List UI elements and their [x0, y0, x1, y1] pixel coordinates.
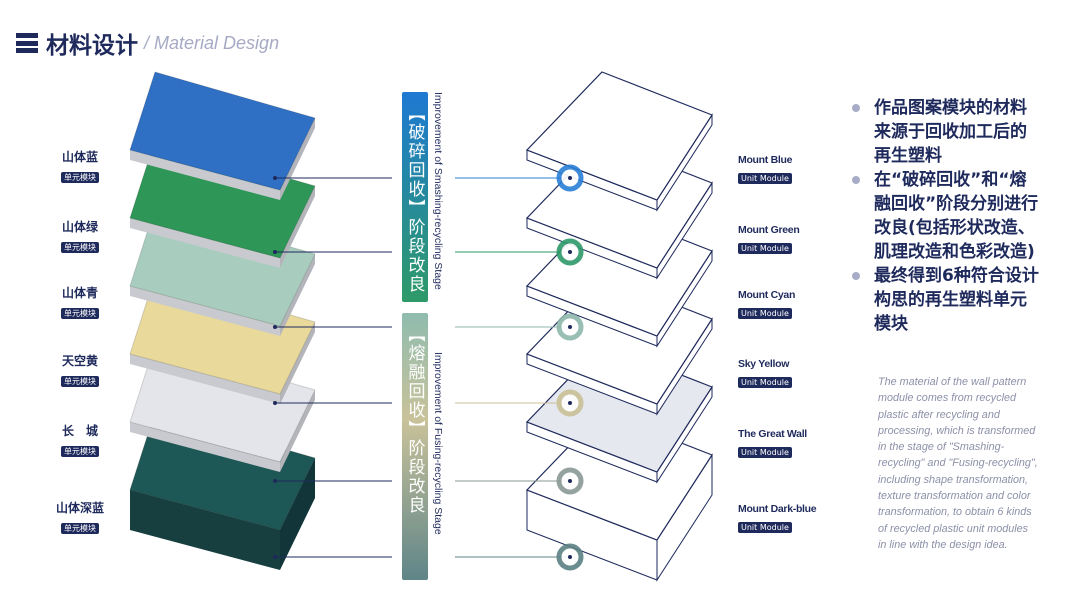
left-label-yellow: 天空黄单元模块 — [45, 352, 115, 388]
stage-fusing-banner: 【熔融回收】阶段改良 — [402, 313, 428, 580]
label-name: Mount Dark-blue — [738, 503, 817, 515]
bullet-dot-icon — [852, 176, 860, 184]
connector-dot — [273, 176, 277, 180]
stage-smashing-en: Improvement of Smashing-recycling Stage — [432, 92, 444, 290]
menu-bars-icon — [16, 33, 38, 53]
label-name: The Great Wall — [738, 428, 807, 440]
connector-dot — [568, 401, 572, 405]
stage-fusing-en: Improvement of Fusing-recycling Stage — [432, 352, 444, 535]
tile-side — [130, 490, 280, 570]
label-badge: Unit Module — [738, 173, 792, 184]
tile-side — [130, 218, 280, 268]
label-name: Mount Blue — [738, 154, 793, 166]
label-badge: 单元模块 — [61, 172, 99, 183]
connector-dot — [273, 250, 277, 254]
bullet-item: 作品图案模块的材料来源于回收加工后的再生塑料 — [850, 96, 1040, 168]
subtitle-text: Material Design — [154, 32, 280, 53]
connector-dot — [273, 555, 277, 559]
bullet-dot-icon — [852, 272, 860, 280]
connector-dot — [273, 325, 277, 329]
bullet-item: 在“破碎回收”和“熔融回收”阶段分别进行改良(包括形状改造、肌理改造和色彩改造) — [850, 168, 1040, 264]
label-name: 天空黄 — [61, 354, 98, 368]
tile-side — [280, 254, 315, 336]
tile-side — [280, 390, 315, 472]
connector-dot — [568, 250, 572, 254]
label-badge: Unit Module — [738, 308, 792, 319]
label-name: Sky Yellow — [738, 358, 790, 370]
tile-side — [280, 186, 315, 268]
tile-side — [130, 422, 280, 472]
left-label-wall: 长 城单元模块 — [45, 422, 115, 458]
label-name: 长 城 — [61, 424, 98, 438]
bullet-text: 作品图案模块的材料来源于回收加工后的再生塑料 — [874, 98, 1027, 166]
left-label-cyan: 山体青单元模块 — [45, 284, 115, 320]
connector-dot — [568, 555, 572, 559]
page-subtitle: / Material Design — [144, 33, 279, 54]
bullet-dot-icon — [852, 104, 860, 112]
label-badge: 单元模块 — [61, 446, 99, 457]
left-label-green: 山体绿单元模块 — [45, 218, 115, 254]
tile-side — [280, 458, 315, 570]
connector-dot — [568, 176, 572, 180]
label-badge: Unit Module — [738, 447, 792, 458]
label-name: 山体青 — [61, 286, 98, 300]
bullet-list: 作品图案模块的材料来源于回收加工后的再生塑料 在“破碎回收”和“熔融回收”阶段分… — [850, 96, 1040, 336]
label-badge: 单元模块 — [61, 308, 99, 319]
tile-side — [280, 322, 315, 404]
description-paragraph: The material of the wall pattern module … — [878, 376, 1038, 551]
label-name: Mount Green — [738, 224, 800, 236]
right-tile-0 — [525, 71, 713, 201]
left-tile-0 — [129, 71, 316, 191]
separator: / — [144, 32, 150, 53]
bullet-text: 在“破碎回收”和“熔融回收”阶段分别进行改良(包括形状改造、肌理改造和色彩改造) — [874, 170, 1039, 262]
connector-dot — [568, 479, 572, 483]
connector-dot — [273, 401, 277, 405]
label-name: 山体蓝 — [61, 150, 98, 164]
label-badge: Unit Module — [738, 243, 792, 254]
label-badge: Unit Module — [738, 522, 792, 533]
label-badge: Unit Module — [738, 377, 792, 388]
label-badge: 单元模块 — [61, 523, 99, 534]
bullet-text: 最终得到6种符合设计构思的再生塑料单元模块 — [874, 266, 1039, 334]
left-label-blue: 山体蓝单元模块 — [45, 148, 115, 184]
label-badge: 单元模块 — [61, 242, 99, 253]
label-name: 山体绿 — [61, 220, 98, 234]
label-badge: 单元模块 — [61, 376, 99, 387]
label-name: Mount Cyan — [738, 289, 796, 301]
header: 材料设计 / Material Design — [16, 26, 279, 60]
stage-smashing-banner: 【破碎回收】阶段改良 — [402, 92, 428, 302]
bullet-item: 最终得到6种符合设计构思的再生塑料单元模块 — [850, 264, 1040, 336]
left-label-darkblue: 山体深蓝单元模块 — [45, 499, 115, 535]
label-name: 山体深蓝 — [55, 501, 104, 515]
tile-side — [130, 354, 280, 404]
tile-side — [130, 150, 280, 200]
page-title: 材料设计 — [46, 33, 138, 59]
connector-dot — [273, 479, 277, 483]
connector-dot — [568, 325, 572, 329]
tile-side — [280, 118, 315, 200]
tile-side — [130, 286, 280, 336]
